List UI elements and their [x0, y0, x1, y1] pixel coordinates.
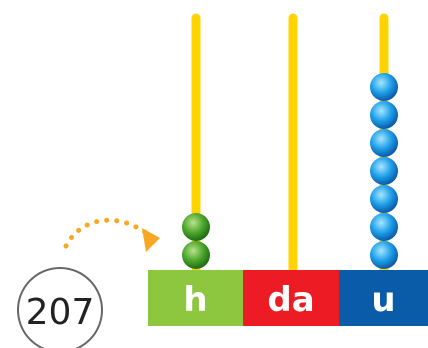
bead-u-4 — [370, 157, 398, 185]
bead-u-3 — [370, 185, 398, 213]
base-block-da — [243, 270, 339, 326]
bead-h-1 — [182, 241, 210, 269]
number-value: 207 — [26, 292, 95, 333]
bead-u-2 — [370, 213, 398, 241]
arrow-head-icon — [142, 228, 160, 252]
dotted-arrow — [63, 217, 153, 249]
place-label-u: u — [371, 280, 395, 320]
base-block-h — [148, 270, 243, 326]
bead-h-2 — [182, 213, 210, 241]
bead-u-1 — [370, 241, 398, 269]
place-label-h: h — [183, 280, 207, 320]
beads — [182, 73, 398, 269]
bead-u-7 — [370, 73, 398, 101]
base-block-u — [339, 270, 428, 326]
bead-u-6 — [370, 101, 398, 129]
bead-u-5 — [370, 129, 398, 157]
rods — [191, 13, 389, 277]
place-label-da: da — [267, 280, 314, 320]
abacus-base: h da u — [148, 270, 428, 326]
number-circle — [17, 267, 103, 348]
